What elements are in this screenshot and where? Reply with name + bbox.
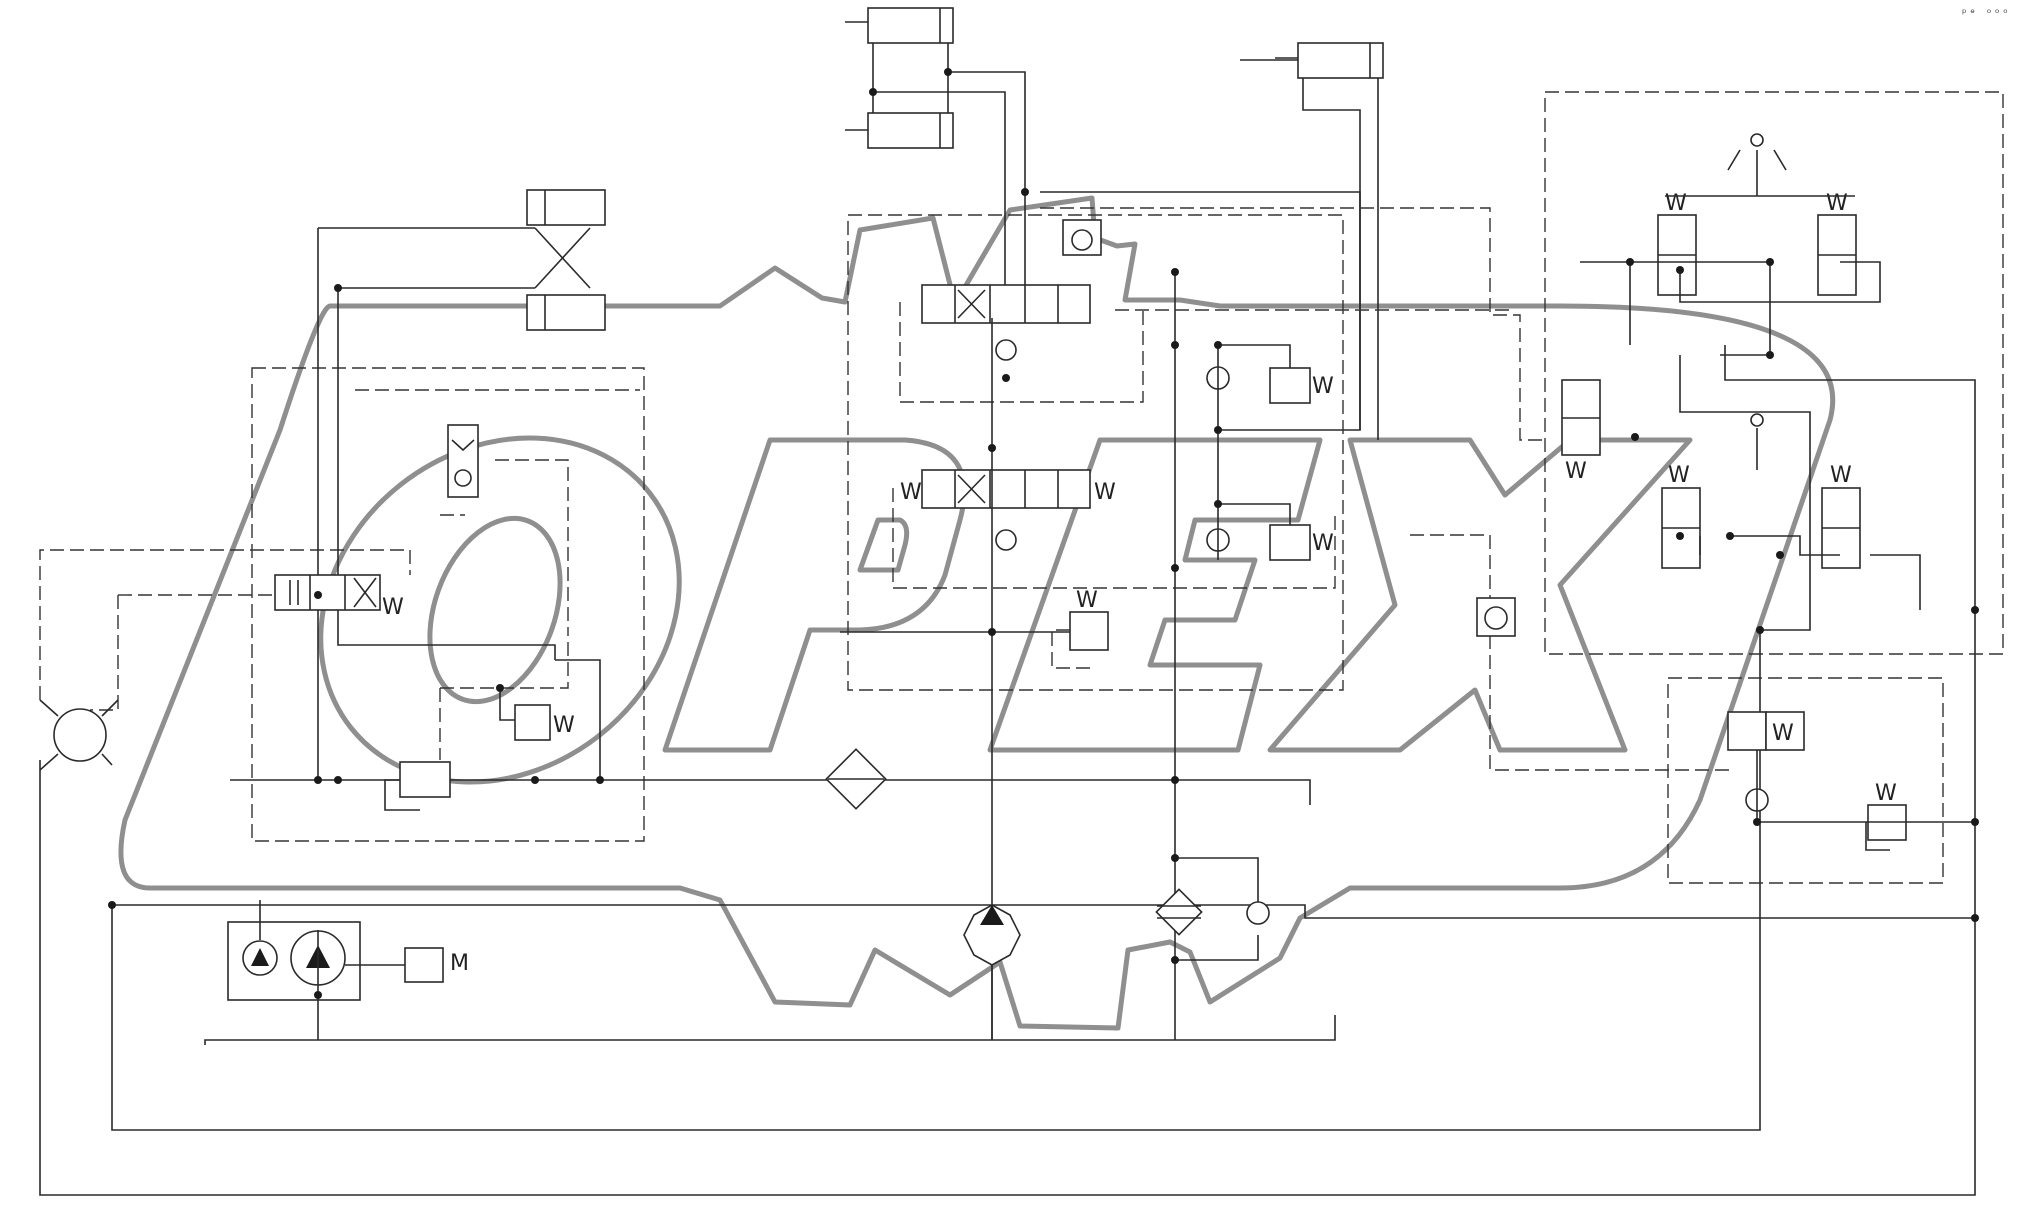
spring-label: W bbox=[1772, 721, 1794, 746]
spring-label: W bbox=[1094, 480, 1116, 505]
spring-label: W bbox=[1565, 459, 1587, 484]
pump-group-left: M bbox=[227, 900, 469, 1040]
cylinder-top-right bbox=[1275, 42, 1384, 440]
motor-label: M bbox=[450, 951, 469, 976]
spring-label: W bbox=[1830, 463, 1852, 488]
main-pump bbox=[963, 904, 1021, 1040]
spring-label: W bbox=[553, 713, 575, 738]
filter bbox=[825, 748, 887, 810]
right-subsystem: W W W W W bbox=[1040, 91, 2004, 920]
spring-label: W bbox=[1076, 588, 1098, 613]
corner-mark: ᵖᶱ ᵒᵒᵒ bbox=[1960, 6, 2010, 20]
junction-dots bbox=[108, 68, 1979, 999]
spring-label: W bbox=[1668, 463, 1690, 488]
spring-label: W bbox=[1312, 374, 1334, 399]
filter-check-center bbox=[1155, 857, 1270, 961]
spring-label: W bbox=[1665, 191, 1687, 216]
spring-label: W bbox=[1312, 531, 1334, 556]
spring-label: W bbox=[1875, 781, 1897, 806]
rotary-actuator bbox=[39, 699, 119, 771]
spring-label: W bbox=[1826, 191, 1848, 216]
watermark-logo bbox=[118, 195, 1836, 1031]
left-manifold: W W bbox=[230, 189, 1311, 842]
lower-right-block: W W bbox=[1667, 677, 1975, 884]
spring-label: W bbox=[900, 480, 922, 505]
spring-label: W bbox=[382, 595, 404, 620]
center-valve-bank: W W W W W bbox=[840, 7, 1361, 1040]
outer-lines bbox=[39, 549, 1976, 1196]
